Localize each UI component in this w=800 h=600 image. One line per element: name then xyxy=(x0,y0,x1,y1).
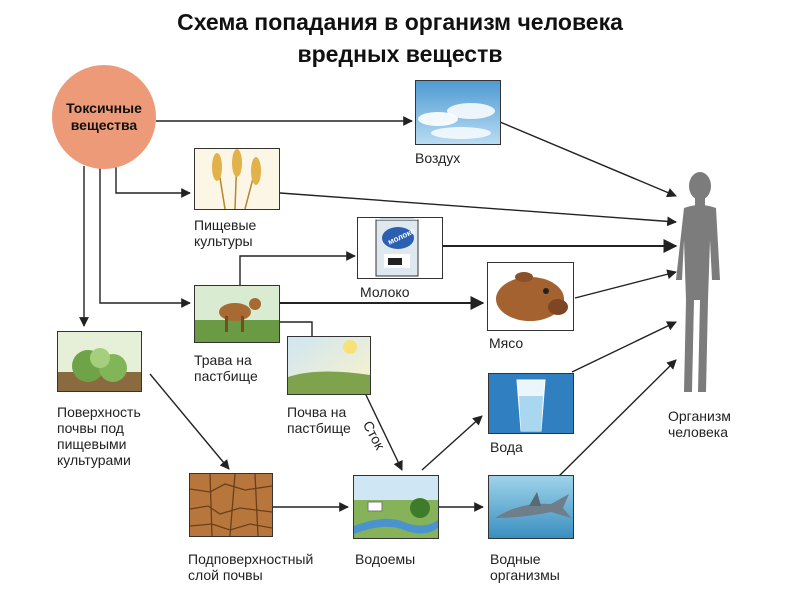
milk-image: молоко xyxy=(357,217,443,279)
crops-image xyxy=(194,148,280,210)
arrow-toxic-to-crops xyxy=(115,166,191,198)
wheat-icon xyxy=(212,149,261,209)
crops-label-line2: культуры xyxy=(194,233,253,249)
reservoirs-image xyxy=(353,475,439,539)
soil-surface-label-line1: Поверхность xyxy=(57,404,141,420)
grass-pasture-image xyxy=(194,285,280,343)
milk-carton-icon xyxy=(375,218,419,277)
aquatic-organisms-image xyxy=(488,475,574,539)
river-landscape-icon xyxy=(354,476,438,538)
arrow-grass-to-milk xyxy=(239,251,356,286)
crops-label-line1: Пищевые xyxy=(194,217,257,233)
arrow-soil-surface-to-subsoil xyxy=(149,373,230,470)
sky-clouds-icon xyxy=(416,81,500,144)
pasture-soil-label-line1: Почва на xyxy=(287,404,347,420)
pasture-field-icon xyxy=(288,337,370,394)
grass-label-line2: пастбище xyxy=(194,368,258,384)
subsoil-label-line2: слой почвы xyxy=(188,567,263,583)
soil-surface-label-line2: почвы под xyxy=(57,420,124,436)
meat-image xyxy=(487,262,574,331)
grass-label-line1: Трава на xyxy=(194,352,252,368)
soil-surface-label-line3: пищевыми xyxy=(57,436,127,452)
human-label-line1: Организм xyxy=(668,408,731,424)
arrow-aquatic-to-human xyxy=(556,359,677,479)
cabbage-icon xyxy=(58,332,141,391)
arrow-reservoirs-to-water xyxy=(421,415,483,471)
milk-label: Молоко xyxy=(360,284,410,300)
toxic-substances-node: Токсичные вещества xyxy=(52,65,156,169)
arrow-water-to-human xyxy=(571,321,677,373)
cow-head-icon xyxy=(496,272,568,321)
diagram-title-line2: вредных веществ xyxy=(297,41,503,67)
reservoirs-label: Водоемы xyxy=(355,551,416,567)
arrow-runoff-to-reservoirs xyxy=(365,394,403,471)
soil-surface-label-line4: культурами xyxy=(57,452,131,468)
arrow-grass-to-pasture-soil xyxy=(278,321,313,336)
meat-label: Мясо xyxy=(489,335,524,351)
shark-icon xyxy=(489,476,573,538)
cracked-soil-icon xyxy=(190,474,272,536)
diagram-title-line1: Схема попадания в организм человека xyxy=(177,9,623,35)
aquatic-label-line1: Водные xyxy=(490,551,541,567)
arrow-meat-to-human xyxy=(574,269,677,299)
air-image xyxy=(415,80,501,145)
toxic-substances-label: Токсичные вещества xyxy=(66,100,142,133)
arrow-toxic-to-grass xyxy=(99,168,191,308)
arrow-crops-to-human xyxy=(279,192,677,227)
glass-of-water-icon xyxy=(489,374,573,433)
pasture-soil-image xyxy=(287,336,371,395)
aquatic-label-line2: организмы xyxy=(490,567,560,583)
subsoil-image xyxy=(189,473,273,537)
subsoil-label-line1: Подповерхностный xyxy=(188,551,314,567)
arrow-air-to-human xyxy=(499,121,677,198)
human-silhouette-icon xyxy=(676,172,720,392)
pasture-soil-label-line2: пастбище xyxy=(287,420,351,436)
air-label: Воздух xyxy=(415,150,461,166)
soil-surface-image xyxy=(57,331,142,392)
water-image xyxy=(488,373,574,434)
cow-on-pasture-icon xyxy=(195,286,279,342)
human-label-line2: человека xyxy=(668,424,729,440)
water-label: Вода xyxy=(490,439,523,455)
